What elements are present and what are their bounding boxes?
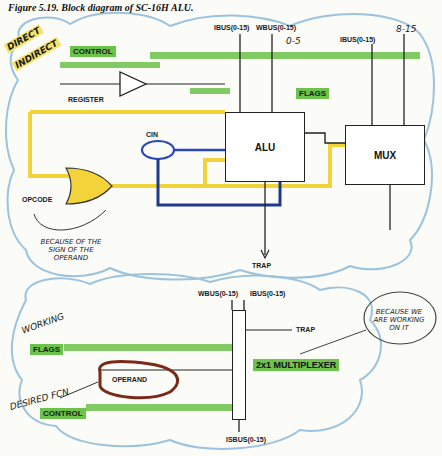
signal-label: FLAGS xyxy=(296,88,329,99)
signal-label: REGISTER xyxy=(68,96,104,103)
signal-label: OPERAND xyxy=(112,376,147,383)
signal-label: IBUS(0-15) xyxy=(250,290,285,297)
box-label: MUX xyxy=(374,150,396,161)
box-label: ALU xyxy=(255,142,276,153)
signal-label: CONTROL xyxy=(70,46,116,57)
signal-label: BECAUSE WE ARE WORKING ON IT xyxy=(368,308,430,332)
signal-label: FLAGS xyxy=(30,344,63,355)
figure-caption: Figure 5.19. Block diagram of SC-16H ALU… xyxy=(8,2,193,13)
alu-box: ALU xyxy=(225,112,305,182)
bus-connector xyxy=(305,133,345,143)
multiplexer-bar: 2x1 MULTIPLEXER xyxy=(232,310,246,420)
signal-label: BECAUSE OF THE SIGN OF THE OPERAND xyxy=(40,238,102,262)
signal-label: TRAP xyxy=(296,326,315,333)
signal-label: 8-15 xyxy=(396,24,416,34)
mux-box: MUX xyxy=(345,125,425,185)
signal-label: IBUS(0-15) xyxy=(340,36,375,43)
box-label: 2x1 MULTIPLEXER xyxy=(253,359,339,371)
signal-label: WORKING xyxy=(20,311,65,336)
signal-label: CONTROL xyxy=(40,408,86,419)
signal-label: CIN xyxy=(146,131,158,138)
signal-label: OPCODE xyxy=(22,196,52,203)
signal-label: ISBUS(0-15) xyxy=(226,436,266,443)
signal-label: TRAP xyxy=(252,262,271,269)
signal-label: IBUS(0-15) xyxy=(214,24,249,31)
signal-label: 0-5 xyxy=(286,36,301,46)
signal-label: WBUS(0-15) xyxy=(198,290,238,297)
signal-label: WBUS(0-15) xyxy=(256,24,296,31)
